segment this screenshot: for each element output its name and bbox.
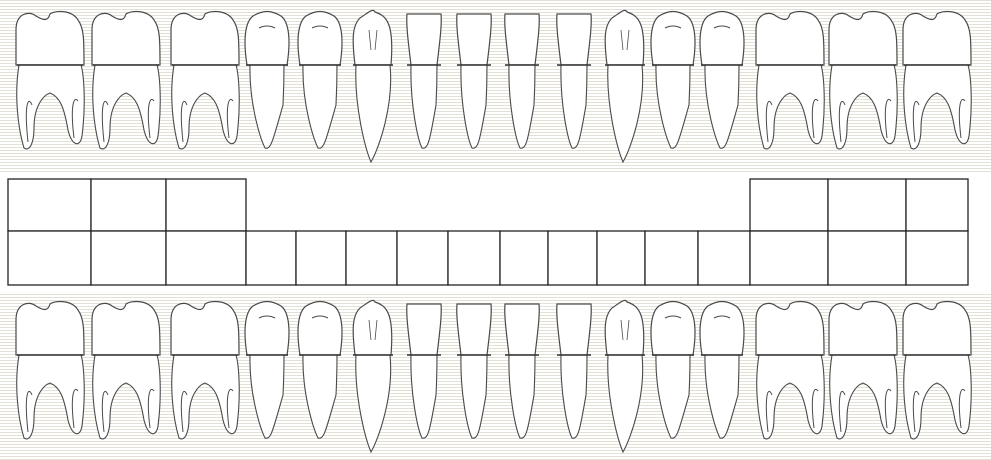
tooth-crown	[756, 302, 824, 355]
top-left-box-3[interactable]	[166, 179, 246, 231]
tooth-crown	[171, 302, 239, 355]
bottom-box-7[interactable]	[397, 231, 448, 285]
top-right-box-1[interactable]	[750, 179, 828, 231]
tooth-crown	[245, 302, 289, 356]
bottom-box-2[interactable]	[91, 231, 166, 285]
tooth-crown	[171, 12, 239, 65]
tooth-crown	[557, 304, 592, 355]
bottom-box-4[interactable]	[246, 231, 296, 285]
bottom-box-5[interactable]	[296, 231, 346, 285]
tooth-crown	[92, 302, 160, 355]
bottom-box-6[interactable]	[346, 231, 397, 285]
tooth-crown	[505, 14, 540, 65]
tooth-crown	[903, 12, 971, 65]
tooth-crown	[605, 10, 644, 65]
tooth-crown	[651, 12, 695, 66]
tooth-crown	[353, 10, 392, 65]
bottom-box-11[interactable]	[597, 231, 645, 285]
tooth-crown	[457, 304, 492, 355]
bottom-box-3[interactable]	[166, 231, 246, 285]
bottom-box-13[interactable]	[698, 231, 750, 285]
tooth-crown	[353, 300, 392, 355]
tooth-crown	[756, 12, 824, 65]
tooth-crown	[700, 302, 744, 356]
tooth-crown	[16, 302, 84, 355]
bottom-box-1[interactable]	[8, 231, 91, 285]
bottom-box-15[interactable]	[828, 231, 906, 285]
bottom-box-14[interactable]	[750, 231, 828, 285]
tooth-crown	[298, 302, 342, 356]
tooth-crown	[903, 302, 971, 355]
tooth-crown	[457, 14, 492, 65]
tooth-crown	[92, 12, 160, 65]
tooth-crown	[16, 12, 84, 65]
top-right-box-2[interactable]	[828, 179, 906, 231]
top-left-box-2[interactable]	[91, 179, 166, 231]
tooth-crown	[700, 12, 744, 66]
tooth-crown	[829, 302, 897, 355]
tooth-crown	[829, 12, 897, 65]
tooth-crown	[407, 14, 442, 65]
tooth-crown	[298, 12, 342, 66]
tooth-crown	[605, 300, 644, 355]
tooth-crown	[245, 12, 289, 66]
tooth-crown	[505, 304, 540, 355]
tooth-crown	[557, 14, 592, 65]
tooth-crown	[407, 304, 442, 355]
tooth-crown	[651, 302, 695, 356]
bottom-box-9[interactable]	[500, 231, 548, 285]
top-right-box-3[interactable]	[906, 179, 968, 231]
bottom-box-12[interactable]	[645, 231, 698, 285]
top-left-box-1[interactable]	[8, 179, 91, 231]
bottom-box-16[interactable]	[906, 231, 968, 285]
bottom-box-8[interactable]	[448, 231, 500, 285]
bottom-box-10[interactable]	[548, 231, 597, 285]
